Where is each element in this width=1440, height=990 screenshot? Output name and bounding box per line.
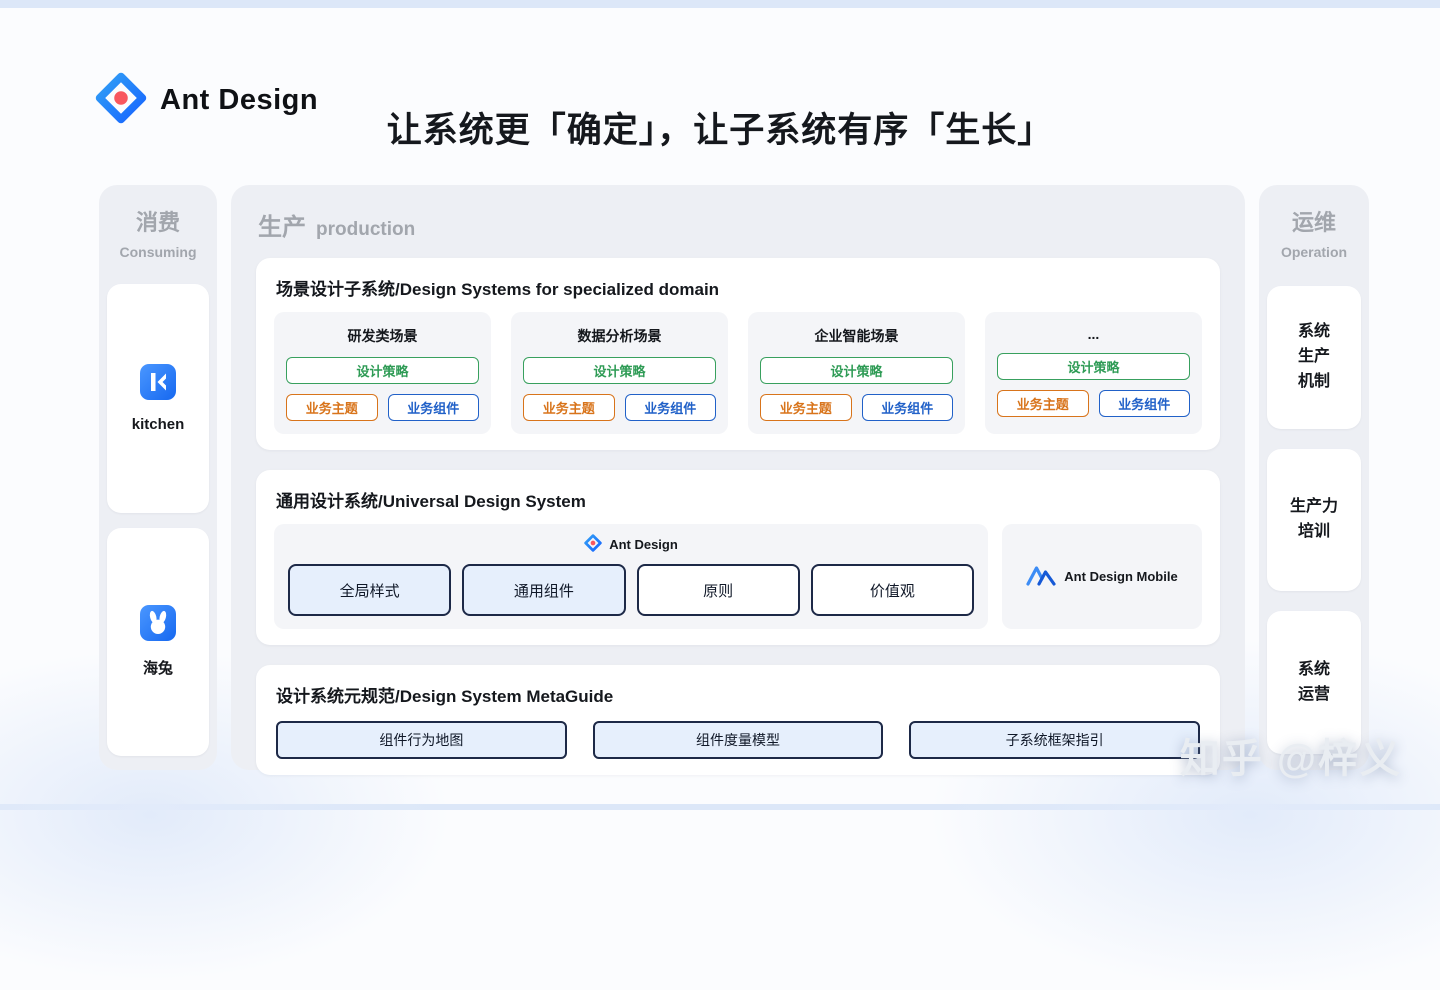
consuming-card-haitu: 海兔 — [107, 527, 209, 756]
ant-design-logo-icon — [95, 72, 147, 129]
principles-button: 原则 — [636, 564, 800, 616]
operation-header: 运维 Operation — [1267, 205, 1361, 260]
specialized-section-title: 场景设计子系统/Design Systems for specialized d… — [276, 280, 720, 299]
ops-card-productivity-training: 生产力 培训 — [1267, 448, 1361, 592]
ant-design-inline-brand: Ant Design — [288, 534, 974, 555]
scenario-title: 企业智能场景 — [814, 328, 899, 344]
haitu-rabbit-icon — [140, 605, 176, 646]
values-button: 价值观 — [810, 564, 974, 616]
operation-column: 运维 Operation 系统 生产 机制 生产力 培训 系统 运营 — [1259, 185, 1369, 770]
global-styles-button: 全局样式 — [288, 564, 452, 616]
business-component-button: 业务组件 — [861, 394, 953, 421]
scenario-card-more: ... 设计策略 业务主题 业务组件 — [985, 312, 1202, 434]
specialized-systems-section: 场景设计子系统/Design Systems for specialized d… — [256, 258, 1220, 450]
production-title-cn: 生产 — [258, 214, 306, 241]
kitchen-icon — [140, 363, 176, 405]
universal-system-section: 通用设计系统/Universal Design System — [256, 470, 1220, 645]
ops-card-production-mechanism: 系统 生产 机制 — [1267, 286, 1361, 429]
business-theme-button: 业务主题 — [523, 394, 615, 421]
metaguide-section: 设计系统元规范/Design System MetaGuide 组件行为地图 组… — [256, 665, 1220, 775]
operation-title-en: Operation — [1280, 244, 1348, 260]
consuming-title-cn: 消费 — [135, 210, 180, 235]
haitu-label: 海兔 — [142, 660, 173, 678]
ant-design-mobile-label: Ant Design Mobile — [1064, 569, 1178, 584]
business-theme-button: 业务主题 — [286, 394, 378, 421]
business-theme-button: 业务主题 — [997, 390, 1089, 417]
design-strategy-button: 设计策略 — [760, 357, 953, 384]
scenario-card-enterprise-ai: 企业智能场景 设计策略 业务主题 业务组件 — [748, 312, 965, 434]
component-behavior-map-button: 组件行为地图 — [276, 721, 567, 759]
brand: Ant Design — [95, 72, 318, 129]
universal-section-title: 通用设计系统/Universal Design System — [276, 492, 586, 511]
business-component-button: 业务组件 — [387, 394, 479, 421]
scenario-title: ... — [1087, 326, 1100, 342]
consuming-title-en: Consuming — [119, 244, 197, 260]
scenario-card-rnd: 研发类场景 设计策略 业务主题 业务组件 — [274, 312, 491, 434]
page-title: 让系统更「确定」，让子系统有序「生长」 — [386, 111, 1054, 150]
design-strategy-button: 设计策略 — [523, 357, 716, 384]
business-theme-button: 业务主题 — [760, 394, 852, 421]
component-metric-model-button: 组件度量模型 — [592, 721, 884, 759]
consuming-header: 消费 Consuming — [107, 205, 209, 260]
scenario-card-data-analysis: 数据分析场景 设计策略 业务主题 业务组件 — [511, 312, 728, 434]
brand-name: Ant Design — [160, 84, 319, 116]
ant-design-logo-small-icon — [584, 534, 602, 555]
common-components-button: 通用组件 — [462, 564, 626, 616]
main-diagram: 消费 Consuming kitchen — [99, 185, 1369, 775]
business-component-button: 业务组件 — [624, 394, 716, 421]
background-strip-top — [0, 0, 1440, 8]
metaguide-section-title: 设计系统元规范/Design System MetaGuide — [276, 687, 614, 706]
ops-card-system-operation: 系统 运营 — [1267, 611, 1361, 755]
ant-design-mobile-icon — [1026, 564, 1056, 589]
ant-design-card: Ant Design 全局样式 通用组件 原则 价值观 — [274, 524, 988, 629]
subsystem-framework-guide-button: 子系统框架指引 — [909, 721, 1201, 759]
ant-design-inline-label: Ant Design — [609, 537, 678, 552]
consuming-card-kitchen: kitchen — [107, 284, 209, 513]
production-header: 生产 production — [258, 207, 1220, 242]
kitchen-label: kitchen — [131, 415, 185, 433]
business-component-button: 业务组件 — [1098, 390, 1190, 417]
scenario-title: 数据分析场景 — [577, 328, 662, 344]
design-strategy-button: 设计策略 — [997, 353, 1190, 380]
background-strip-bottom — [0, 804, 1440, 810]
consuming-column: 消费 Consuming kitchen — [99, 185, 217, 770]
production-column: 生产 production 场景设计子系统/Design Systems for… — [231, 185, 1245, 775]
production-title-en: production — [316, 219, 416, 240]
design-strategy-button: 设计策略 — [286, 357, 479, 384]
operation-title-cn: 运维 — [1291, 210, 1336, 235]
zhihu-watermark: 知乎 @梓义 — [1179, 737, 1402, 781]
ant-design-mobile-card: Ant Design Mobile — [1002, 524, 1202, 629]
scenario-title: 研发类场景 — [347, 328, 418, 344]
scenario-row: 研发类场景 设计策略 业务主题 业务组件 数据分析场景 设计策略 业务主题 业务… — [274, 312, 1202, 434]
